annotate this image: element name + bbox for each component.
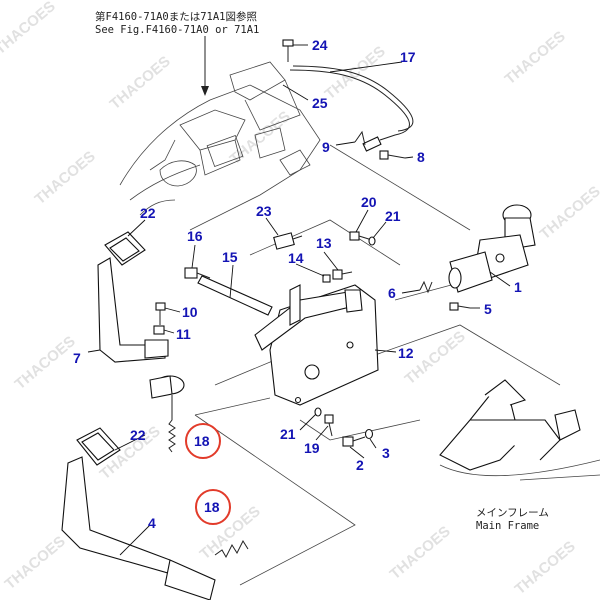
spring-18-upper: [168, 395, 176, 453]
engine-block: [119, 61, 321, 231]
watermark: THACOES: [12, 333, 79, 393]
watermark: THACOES: [0, 0, 59, 58]
bolt-13: [332, 269, 353, 280]
watermark: THACOES: [107, 53, 174, 113]
callout-17: 17: [400, 49, 416, 65]
callout-10: 10: [182, 304, 198, 320]
callout-25: 25: [312, 95, 328, 111]
cable-end-fitting: [362, 136, 382, 152]
callout-7: 7: [73, 350, 81, 366]
bolt-10: [155, 302, 166, 325]
callout-15: 15: [222, 249, 238, 265]
pedal-bracket: [254, 284, 379, 406]
bolt-5: [449, 302, 471, 311]
callout-22-lower: 22: [130, 427, 146, 443]
main-frame-label-jp: メインフレーム: [476, 507, 549, 519]
callout-22-upper: 22: [140, 205, 156, 221]
callout-18-lower: 18: [204, 499, 220, 515]
callout-9: 9: [322, 139, 330, 155]
nut-14: [322, 274, 331, 283]
callout-18-upper: 18: [194, 433, 210, 449]
watermark: THACOES: [512, 538, 579, 598]
nut-11: [153, 325, 165, 335]
clip-9: [354, 130, 366, 146]
callout-13: 13: [316, 235, 332, 251]
callout-11: 11: [176, 326, 191, 342]
callout-14: 14: [288, 250, 304, 266]
callout-5: 5: [484, 301, 492, 317]
switch-23: [273, 232, 303, 250]
bolt-2: [342, 436, 366, 447]
callout-2: 2: [356, 457, 364, 473]
callout-21-lower: 21: [280, 426, 296, 442]
main-frame-label-en: Main Frame: [476, 520, 539, 532]
callout-1: 1: [514, 279, 522, 295]
watermark: THACOES: [537, 183, 600, 243]
callout-16: 16: [187, 228, 203, 244]
callout-19: 19: [304, 440, 320, 456]
bolt-20: [349, 231, 373, 241]
watermark: THACOES: [2, 533, 69, 593]
washer-21-lower: [314, 407, 322, 417]
main-frame: [439, 379, 600, 481]
callout-3: 3: [382, 445, 390, 461]
callout-12: 12: [398, 345, 414, 361]
watermark: THACOES: [387, 523, 454, 583]
pedal-shaft: [197, 275, 273, 316]
throttle-cable: [289, 69, 410, 141]
spring-18-lower: [214, 539, 249, 559]
watermark: THACOES: [502, 28, 569, 88]
highlight-ring-18-upper: [185, 423, 221, 459]
pedal-lower: [61, 427, 216, 600]
callout-23: 23: [256, 203, 272, 219]
highlight-ring-18-lower: [195, 489, 231, 525]
reference-text-en: See Fig.F4160-71A0 or 71A1: [95, 24, 259, 36]
bolt-19: [324, 414, 334, 437]
callout-layer: 24 17 25 9 8 22 23 20 21 16 13 14 15 1 6…: [73, 37, 522, 531]
arrow-head: [201, 86, 209, 96]
callout-8: 8: [417, 149, 425, 165]
callout-24: 24: [312, 37, 328, 53]
leader-lines: [87, 44, 511, 556]
callout-20: 20: [361, 194, 377, 210]
brake-master-cylinder: [448, 204, 536, 293]
washer-21: [368, 236, 376, 246]
spring-6: [419, 280, 433, 294]
reference-text-jp: 第F4160-71A0または71A1図参照: [95, 10, 258, 23]
washer-3: [364, 428, 374, 440]
callout-21-upper: 21: [385, 208, 401, 224]
watermark: THACOES: [32, 148, 99, 208]
bolt-16: [184, 267, 211, 279]
callout-6: 6: [388, 285, 396, 301]
callout-4: 4: [148, 515, 156, 531]
bolt-24: [282, 39, 294, 62]
pedal-upper: [97, 231, 185, 399]
bolt-8: [379, 150, 406, 160]
